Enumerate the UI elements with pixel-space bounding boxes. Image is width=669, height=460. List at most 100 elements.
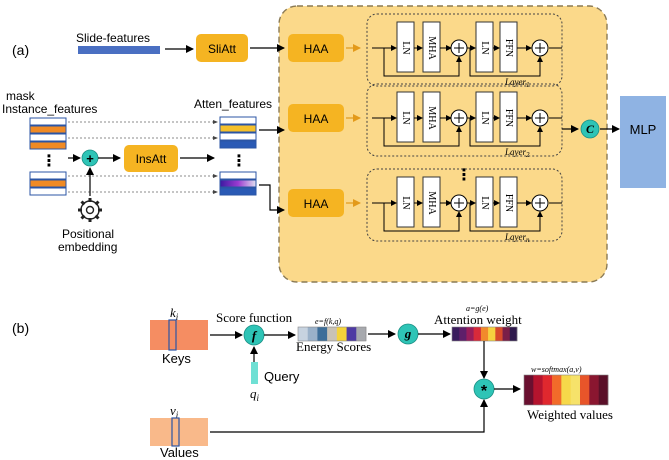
haa-box-n <box>288 189 344 217</box>
ffn-box-2 <box>499 91 518 143</box>
haa-row-1: HAA LN MHA LN FFN Layer1 <box>288 13 563 89</box>
instance-dots: ⋮ <box>41 153 57 170</box>
ln1-label-1: LN <box>400 41 411 54</box>
haa-label-1: HAA <box>304 42 329 56</box>
mlp-label: MLP <box>630 122 657 137</box>
energy-cell-7 <box>356 327 367 341</box>
weighted-cell-9 <box>598 375 609 405</box>
ln2-label-2: LN <box>479 111 490 124</box>
weighted-cell-1 <box>524 375 534 405</box>
ln2-box-1 <box>475 21 494 73</box>
attention-cell-2 <box>459 327 467 341</box>
layer-label-n: Layern <box>504 232 530 244</box>
layer-box-n <box>366 168 563 242</box>
ffn-label-2: FFN <box>503 109 514 127</box>
score-function-label: Score function <box>216 310 293 325</box>
f-symbol: f <box>252 328 258 343</box>
value-column-highlight <box>171 417 180 447</box>
keys-label: Keys <box>162 351 191 366</box>
attention-formula: a=g(e) <box>466 304 489 313</box>
weighted-cell-2 <box>533 375 543 405</box>
atten-features-label: Atten_features <box>194 97 272 111</box>
attention-weight-label: Attention weight <box>434 312 522 327</box>
q-symbol: qi <box>250 386 260 403</box>
concat-symbol: C <box>586 122 595 136</box>
multiply-symbol: * <box>481 383 488 400</box>
ln1-box-1 <box>396 21 415 73</box>
atten-stack-top <box>219 116 257 149</box>
attention-cell-4 <box>473 327 482 341</box>
energy-scores-bar <box>297 326 367 342</box>
slide-features-label: Slide-features <box>76 31 150 45</box>
layer-dots: ⋮ <box>456 167 472 184</box>
mask-label: mask <box>6 89 36 103</box>
ln1-box-n <box>396 176 415 228</box>
weighted-cell-6 <box>570 375 581 405</box>
attention-cell-7 <box>495 327 503 341</box>
weighted-cell-3 <box>542 375 553 405</box>
query-bar <box>251 362 258 384</box>
sliatt-label: SliAtt <box>208 42 237 56</box>
g-symbol: g <box>404 326 412 341</box>
mha-label-1: MHA <box>426 36 437 60</box>
instance-stack-bottom <box>29 171 67 196</box>
mha-label-n: MHA <box>426 191 437 215</box>
positional-label: Positional <box>62 227 114 241</box>
layer-box-2 <box>366 83 563 157</box>
concat-node <box>580 119 600 139</box>
mask-line-heads <box>213 120 218 194</box>
v-symbol: vi <box>170 403 179 420</box>
attention-cell-8 <box>502 327 511 341</box>
insatt-box <box>124 145 178 172</box>
ffn-label-n: FFN <box>503 194 514 212</box>
gear-icon <box>78 198 102 222</box>
query-label: Query <box>264 369 300 384</box>
plus-symbol: + <box>86 151 94 166</box>
mlp-box <box>620 96 666 188</box>
haa-row-n: HAA LN MHA LN FFN Layern <box>288 168 563 244</box>
energy-cell-1 <box>298 327 309 341</box>
key-column-highlight <box>168 319 177 351</box>
ln1-box-2 <box>396 91 415 143</box>
attention-cell-6 <box>488 327 496 341</box>
atten-stack-bottom <box>219 171 257 196</box>
energy-cell-2 <box>307 327 318 341</box>
ffn-label-1: FFN <box>503 39 514 57</box>
ln1-label-n: LN <box>400 196 411 209</box>
haa-label-n: HAA <box>304 197 329 211</box>
ln2-label-n: LN <box>479 196 490 209</box>
energy-outline <box>297 326 367 342</box>
values-label: Values <box>160 445 199 460</box>
ffn-box-1 <box>499 21 518 73</box>
haa-label-2: HAA <box>304 112 329 126</box>
ln2-label-1: LN <box>479 41 490 54</box>
energy-cell-4 <box>327 327 338 341</box>
layer-label-1: Layer1 <box>504 77 530 89</box>
weighted-outline <box>523 374 609 406</box>
attention-cell-5 <box>480 327 489 341</box>
layer-label-2: Layer2 <box>504 147 530 159</box>
insatt-label: InsAtt <box>136 152 167 166</box>
energy-formula: e=f(k,q) <box>315 317 341 326</box>
weighted-values-bar <box>523 374 609 406</box>
residual-skip-2-n <box>469 203 543 232</box>
keys-box <box>150 320 208 350</box>
residual-skip-1-n <box>383 203 462 232</box>
attention-cell-1 <box>452 327 460 341</box>
embedding-label: embedding <box>58 240 117 254</box>
ln2-box-2 <box>475 91 494 143</box>
mask-lines <box>68 121 215 193</box>
values-to-star-arrow <box>210 399 488 433</box>
haa-box-1 <box>288 34 344 62</box>
panel-b-label: (b) <box>12 320 29 336</box>
mha-label-2: MHA <box>426 106 437 130</box>
energy-cell-3 <box>317 327 328 341</box>
haa-panel <box>278 5 608 283</box>
residual-skip-1-1 <box>383 48 462 77</box>
residual-skip-2-1 <box>469 48 543 77</box>
layer-box-1 <box>366 13 563 87</box>
mha-box-1 <box>422 21 441 73</box>
haa-box-2 <box>288 104 344 132</box>
